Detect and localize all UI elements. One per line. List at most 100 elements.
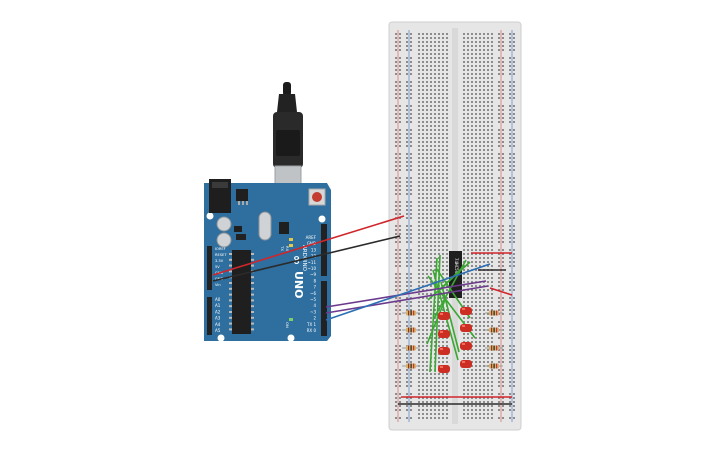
breadboard-hole[interactable] — [498, 105, 500, 107]
breadboard-hole[interactable] — [434, 385, 436, 387]
breadboard-hole[interactable] — [434, 145, 436, 147]
breadboard-hole[interactable] — [483, 129, 485, 131]
breadboard-hole[interactable] — [426, 417, 428, 419]
breadboard-hole[interactable] — [395, 157, 397, 159]
breadboard-hole[interactable] — [399, 253, 401, 255]
breadboard-hole[interactable] — [434, 261, 436, 263]
breadboard-hole[interactable] — [509, 209, 511, 211]
breadboard-hole[interactable] — [475, 377, 477, 379]
breadboard-hole[interactable] — [502, 241, 504, 243]
breadboard-hole[interactable] — [471, 337, 473, 339]
breadboard-hole[interactable] — [487, 101, 489, 103]
breadboard-hole[interactable] — [513, 177, 515, 179]
breadboard-hole[interactable] — [487, 185, 489, 187]
breadboard-hole[interactable] — [475, 337, 477, 339]
breadboard-hole[interactable] — [422, 389, 424, 391]
breadboard-hole[interactable] — [438, 393, 440, 395]
breadboard-hole[interactable] — [434, 245, 436, 247]
breadboard-hole[interactable] — [442, 105, 444, 107]
breadboard-hole[interactable] — [471, 381, 473, 383]
breadboard-hole[interactable] — [487, 393, 489, 395]
breadboard-hole[interactable] — [426, 49, 428, 51]
breadboard-hole[interactable] — [463, 221, 465, 223]
breadboard-hole[interactable] — [426, 73, 428, 75]
breadboard-hole[interactable] — [422, 385, 424, 387]
breadboard-hole[interactable] — [410, 385, 412, 387]
breadboard-hole[interactable] — [463, 69, 465, 71]
breadboard-hole[interactable] — [430, 285, 432, 287]
breadboard-hole[interactable] — [502, 261, 504, 263]
breadboard-hole[interactable] — [471, 37, 473, 39]
breadboard-hole[interactable] — [471, 417, 473, 419]
breadboard-hole[interactable] — [395, 273, 397, 275]
breadboard-hole[interactable] — [479, 277, 481, 279]
breadboard-hole[interactable] — [463, 161, 465, 163]
breadboard-hole[interactable] — [395, 265, 397, 267]
breadboard-hole[interactable] — [399, 297, 401, 299]
breadboard-hole[interactable] — [399, 205, 401, 207]
breadboard-hole[interactable] — [406, 417, 408, 419]
breadboard-hole[interactable] — [406, 281, 408, 283]
breadboard-hole[interactable] — [434, 193, 436, 195]
breadboard-hole[interactable] — [442, 145, 444, 147]
breadboard-hole[interactable] — [410, 213, 412, 215]
breadboard-hole[interactable] — [483, 117, 485, 119]
breadboard-hole[interactable] — [399, 273, 401, 275]
breadboard-hole[interactable] — [487, 157, 489, 159]
breadboard-hole[interactable] — [467, 129, 469, 131]
breadboard-hole[interactable] — [502, 325, 504, 327]
breadboard-hole[interactable] — [463, 177, 465, 179]
breadboard-hole[interactable] — [487, 353, 489, 355]
breadboard-hole[interactable] — [471, 261, 473, 263]
breadboard-hole[interactable] — [479, 33, 481, 35]
breadboard-hole[interactable] — [422, 137, 424, 139]
breadboard-hole[interactable] — [513, 157, 515, 159]
breadboard-hole[interactable] — [438, 81, 440, 83]
breadboard-hole[interactable] — [487, 33, 489, 35]
breadboard-hole[interactable] — [434, 93, 436, 95]
breadboard-hole[interactable] — [498, 185, 500, 187]
breadboard-hole[interactable] — [434, 73, 436, 75]
breadboard-hole[interactable] — [491, 169, 493, 171]
breadboard-hole[interactable] — [395, 397, 397, 399]
breadboard-hole[interactable] — [422, 297, 424, 299]
breadboard-hole[interactable] — [502, 249, 504, 251]
breadboard-hole[interactable] — [422, 313, 424, 315]
breadboard[interactable] — [388, 21, 522, 431]
breadboard-hole[interactable] — [434, 229, 436, 231]
breadboard-hole[interactable] — [418, 41, 420, 43]
breadboard-hole[interactable] — [430, 181, 432, 183]
breadboard-hole[interactable] — [442, 53, 444, 55]
breadboard-hole[interactable] — [399, 397, 401, 399]
breadboard-hole[interactable] — [509, 65, 511, 67]
breadboard-hole[interactable] — [418, 165, 420, 167]
breadboard-hole[interactable] — [479, 261, 481, 263]
breadboard-hole[interactable] — [471, 329, 473, 331]
breadboard-hole[interactable] — [418, 113, 420, 115]
breadboard-hole[interactable] — [395, 345, 397, 347]
breadboard-hole[interactable] — [513, 253, 515, 255]
breadboard-hole[interactable] — [491, 301, 493, 303]
breadboard-hole[interactable] — [426, 237, 428, 239]
breadboard-hole[interactable] — [467, 201, 469, 203]
breadboard-hole[interactable] — [446, 209, 448, 211]
breadboard-hole[interactable] — [399, 189, 401, 191]
breadboard-hole[interactable] — [406, 109, 408, 111]
breadboard-hole[interactable] — [467, 413, 469, 415]
breadboard-hole[interactable] — [426, 61, 428, 63]
breadboard-hole[interactable] — [487, 97, 489, 99]
breadboard-hole[interactable] — [467, 33, 469, 35]
breadboard-hole[interactable] — [399, 313, 401, 315]
breadboard-hole[interactable] — [513, 137, 515, 139]
breadboard-hole[interactable] — [418, 269, 420, 271]
breadboard-hole[interactable] — [422, 333, 424, 335]
breadboard-hole[interactable] — [442, 45, 444, 47]
breadboard-hole[interactable] — [487, 137, 489, 139]
breadboard-hole[interactable] — [418, 253, 420, 255]
breadboard-hole[interactable] — [491, 129, 493, 131]
breadboard-hole[interactable] — [430, 413, 432, 415]
breadboard-hole[interactable] — [438, 233, 440, 235]
breadboard-hole[interactable] — [467, 197, 469, 199]
breadboard-hole[interactable] — [487, 325, 489, 327]
breadboard-hole[interactable] — [406, 209, 408, 211]
